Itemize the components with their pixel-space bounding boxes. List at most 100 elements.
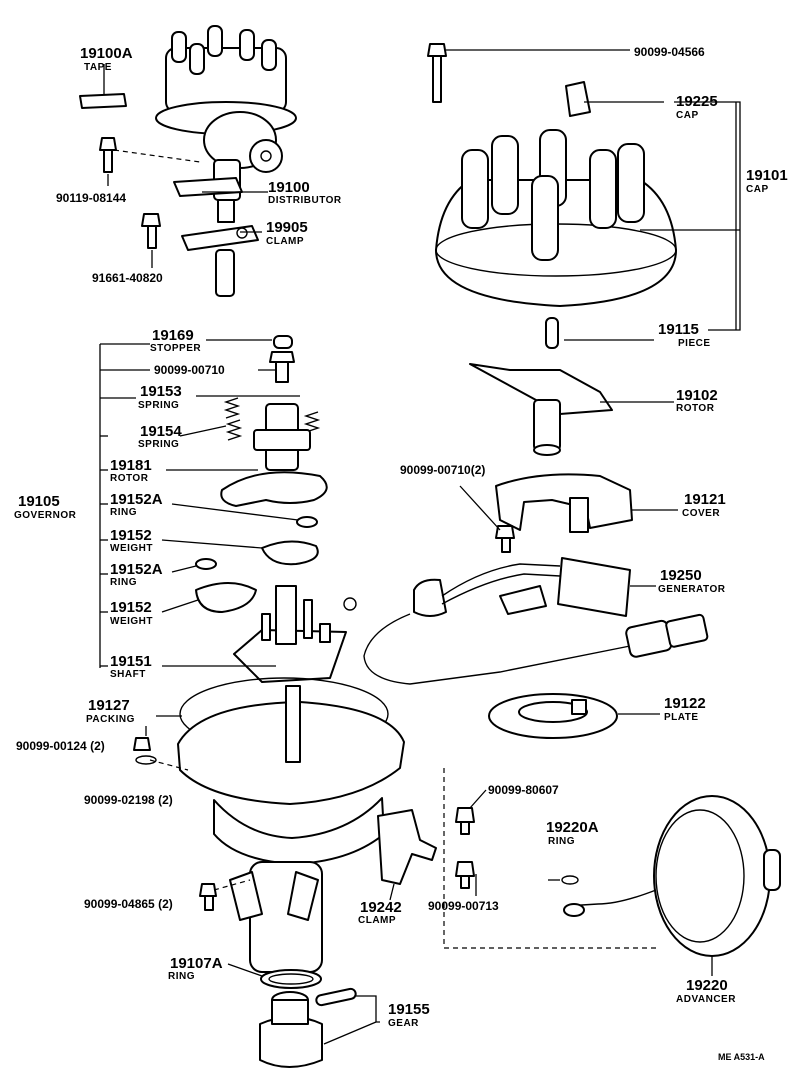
svg-text:RING: RING [548, 836, 575, 847]
part-code-90099-00713: 90099-00713 [428, 899, 499, 913]
svg-text:19100: 19100 [268, 179, 310, 196]
part-label-weight-upper: 19152 WEIGHT [110, 527, 153, 554]
svg-text:19102: 19102 [676, 387, 718, 404]
generator-drawing [343, 557, 709, 685]
svg-text:GENERATOR: GENERATOR [658, 584, 726, 595]
svg-text:19181: 19181 [110, 457, 152, 474]
part-label-advancer: 19220 ADVANCER [676, 977, 736, 1005]
part-label-clamp-19242: 19242 CLAMP [358, 899, 402, 926]
svg-text:19152A: 19152A [110, 561, 163, 578]
part-label-ring-19220a: 19220A RING [546, 819, 599, 847]
governor-assembly-drawing [195, 335, 347, 683]
svg-text:DISTRIBUTOR: DISTRIBUTOR [268, 195, 342, 206]
svg-text:19115: 19115 [658, 321, 699, 338]
svg-text:PLATE: PLATE [664, 712, 699, 723]
part-label-clamp-19905: 19905 CLAMP [266, 219, 308, 247]
svg-text:PACKING: PACKING [86, 714, 135, 725]
distributor-assembly-drawing [99, 25, 297, 297]
svg-text:RING: RING [168, 971, 195, 982]
svg-text:19220: 19220 [686, 977, 728, 994]
svg-text:CAP: CAP [676, 110, 699, 121]
svg-text:CLAMP: CLAMP [358, 915, 396, 926]
part-code-90099-00710-2: 90099-00710(2) [400, 463, 485, 477]
part-label-ring-19152a-lower: 19152A RING [110, 561, 163, 588]
part-code-90099-04865: 90099-04865 (2) [84, 897, 173, 911]
svg-text:PIECE: PIECE [678, 338, 711, 349]
svg-text:SHAFT: SHAFT [110, 669, 146, 680]
cap-drawing [427, 43, 677, 349]
svg-text:WEIGHT: WEIGHT [110, 616, 153, 627]
part-code-90099-04566: 90099-04566 [634, 45, 705, 59]
svg-text:SPRING: SPRING [138, 400, 179, 411]
part-label-spring-19154: 19154 SPRING [138, 423, 182, 450]
part-label-spring-19153: 19153 SPRING [138, 383, 182, 411]
part-label-cap-19225: 19225 CAP [676, 93, 718, 121]
svg-text:19152A: 19152A [110, 491, 163, 508]
gear-drawing [259, 969, 357, 1068]
svg-text:GOVERNOR: GOVERNOR [14, 510, 77, 521]
part-label-tape: 19100A TAPE [80, 45, 133, 73]
part-code-90099-00710: 90099-00710 [154, 363, 225, 377]
svg-text:RING: RING [110, 577, 137, 588]
svg-text:19154: 19154 [140, 423, 182, 440]
svg-text:19122: 19122 [664, 695, 706, 712]
svg-text:RING: RING [110, 507, 137, 518]
part-label-plate: 19122 PLATE [664, 695, 706, 723]
screws-drawing [455, 807, 475, 889]
plate-drawing [488, 693, 618, 739]
part-code-90099-02198: 90099-02198 (2) [84, 793, 173, 807]
part-label-cover: 19121 COVER [682, 491, 726, 519]
part-label-gear: 19155 GEAR [388, 1001, 430, 1029]
svg-text:19169: 19169 [152, 327, 194, 344]
part-label-stopper: 19169 STOPPER [150, 327, 201, 354]
svg-text:STOPPER: STOPPER [150, 343, 201, 354]
part-code-90119-08144: 90119-08144 [56, 191, 126, 205]
leader-lines [99, 49, 741, 1045]
svg-text:CLAMP: CLAMP [266, 236, 304, 247]
part-code-91661-40820: 91661-40820 [92, 271, 163, 285]
cover-drawing [495, 473, 633, 553]
svg-text:19220A: 19220A [546, 819, 599, 836]
rotor-drawing [469, 363, 613, 456]
part-label-shaft: 19151 SHAFT [110, 653, 152, 680]
svg-text:19152: 19152 [110, 599, 152, 616]
svg-text:CAP: CAP [746, 184, 769, 195]
svg-text:ADVANCER: ADVANCER [676, 994, 736, 1005]
part-label-weight-lower: 19152 WEIGHT [110, 599, 153, 627]
svg-text:19250: 19250 [660, 567, 702, 584]
part-code-90099-00124: 90099-00124 (2) [16, 739, 105, 753]
svg-text:19121: 19121 [684, 491, 726, 508]
svg-text:19225: 19225 [676, 93, 718, 110]
svg-text:ROTOR: ROTOR [110, 473, 149, 484]
housing-drawing [133, 677, 405, 973]
svg-text:TAPE: TAPE [84, 62, 112, 73]
part-code-90099-80607: 90099-80607 [488, 783, 559, 797]
part-label-packing: 19127 PACKING [86, 697, 135, 725]
svg-text:19107A: 19107A [170, 955, 223, 972]
part-label-distributor: 19100 DISTRIBUTOR [268, 179, 342, 206]
svg-text:ROTOR: ROTOR [676, 403, 715, 414]
svg-text:GEAR: GEAR [388, 1018, 419, 1029]
svg-text:19101: 19101 [746, 167, 788, 184]
clamp-drawing [377, 809, 437, 885]
part-label-cap-19101: 19101 CAP [746, 167, 788, 195]
part-label-governor: 19105 GOVERNOR [14, 493, 77, 521]
part-label-ring-19107a: 19107A RING [168, 955, 223, 982]
svg-text:19152: 19152 [110, 527, 152, 544]
svg-text:SPRING: SPRING [138, 439, 179, 450]
svg-text:19105: 19105 [18, 493, 60, 510]
part-label-rotor-19102: 19102 ROTOR [676, 387, 718, 414]
part-label-generator: 19250 GENERATOR [658, 567, 726, 595]
svg-text:COVER: COVER [682, 508, 720, 519]
svg-text:19905: 19905 [266, 219, 308, 236]
part-label-piece: 19115 PIECE [658, 321, 711, 349]
svg-text:WEIGHT: WEIGHT [110, 543, 153, 554]
svg-text:19100A: 19100A [80, 45, 133, 62]
tape-drawing [79, 93, 127, 109]
part-label-rotor-19181: 19181 ROTOR [110, 457, 152, 484]
part-label-ring-19152a-upper: 19152A RING [110, 491, 163, 518]
svg-text:19151: 19151 [110, 653, 152, 670]
svg-text:19242: 19242 [360, 899, 402, 916]
svg-text:19155: 19155 [388, 1001, 430, 1018]
